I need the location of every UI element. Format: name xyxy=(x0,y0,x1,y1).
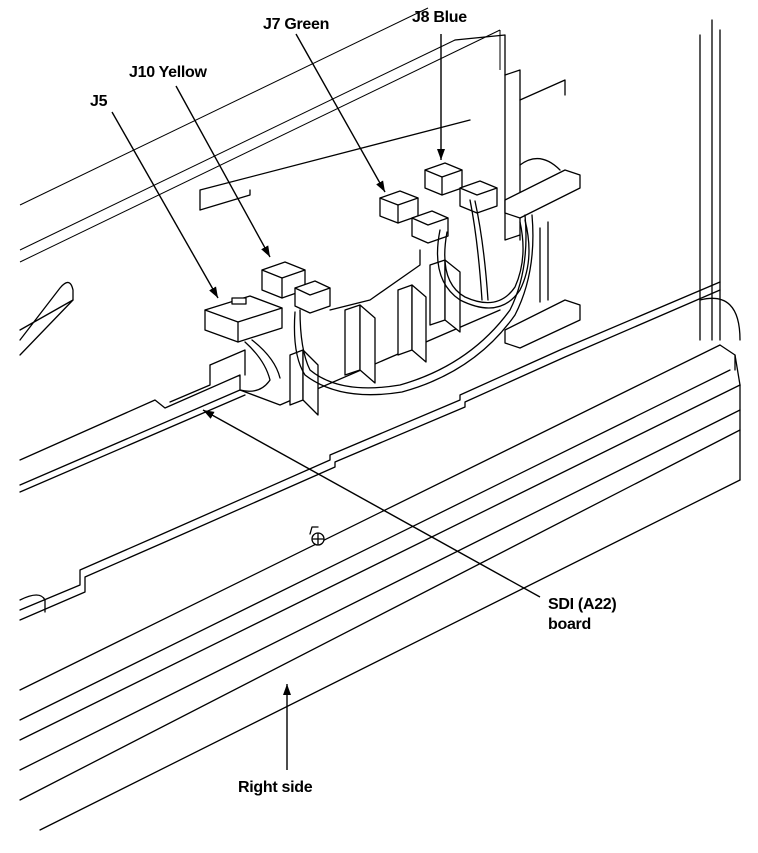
cable-wires xyxy=(239,199,534,396)
leader-sdi-board xyxy=(202,409,541,598)
label-sdi-line2: board xyxy=(548,616,591,633)
label-j10: J10 Yellow xyxy=(129,64,207,81)
leader-j10 xyxy=(175,85,271,258)
chassis-frame xyxy=(19,7,741,356)
leader-j5 xyxy=(111,111,219,299)
label-j7: J7 Green xyxy=(263,16,330,33)
callout-leaders xyxy=(111,33,541,770)
sdi-board-outline xyxy=(19,281,721,621)
label-j8: J8 Blue xyxy=(412,9,467,26)
label-right-side: Right side xyxy=(238,779,313,796)
leader-j7 xyxy=(295,33,386,193)
right-side-rails xyxy=(19,344,741,831)
label-sdi-line1: SDI (A22) xyxy=(548,596,617,613)
screw-icon xyxy=(309,526,325,546)
standoff-posts xyxy=(289,249,461,416)
connector-blocks xyxy=(204,158,581,349)
label-j5: J5 xyxy=(90,93,108,110)
